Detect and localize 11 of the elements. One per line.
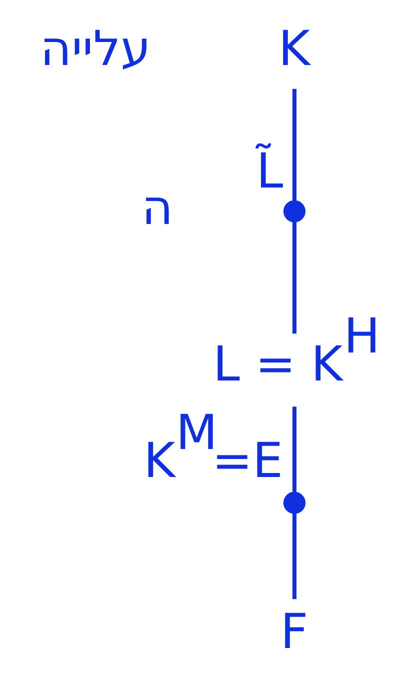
connector xyxy=(292,513,296,600)
connector xyxy=(292,406,296,493)
node-circle xyxy=(282,492,305,514)
node-label: L̃ xyxy=(256,144,283,200)
label: עלייה xyxy=(40,20,150,77)
label: ה xyxy=(141,180,173,236)
connector xyxy=(292,222,296,334)
node-circle xyxy=(282,200,305,222)
connector xyxy=(292,88,296,201)
node-text: F xyxy=(280,604,308,660)
node-text: K xyxy=(278,20,310,77)
